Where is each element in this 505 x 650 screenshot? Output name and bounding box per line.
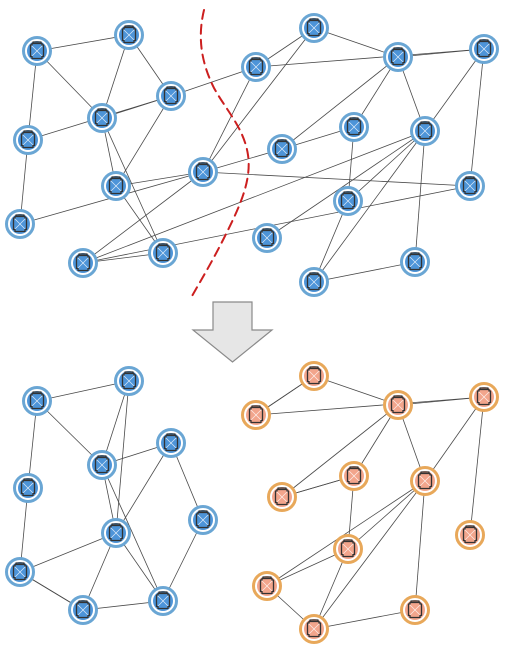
network-device-icon	[87, 103, 117, 133]
network-device-icon	[241, 52, 271, 82]
top-edge	[347, 130, 426, 202]
arrow-down-icon	[191, 301, 274, 363]
top-edge	[36, 34, 130, 52]
bottom-right-edge	[266, 480, 426, 587]
network-device-icon	[252, 223, 282, 253]
network-device-icon	[252, 571, 282, 601]
top-edge	[115, 95, 172, 187]
network-device-icon	[114, 20, 144, 50]
top-edge	[424, 48, 485, 132]
network-device-icon	[156, 428, 186, 458]
bottom-right-edge	[313, 609, 416, 630]
top-edge	[101, 117, 164, 254]
top-node-layer	[5, 13, 499, 297]
network-device-icon	[5, 209, 35, 239]
bottom-networks	[5, 361, 499, 644]
bottom-right-edge	[424, 396, 485, 482]
top-edge	[82, 171, 204, 264]
network-device-icon	[188, 157, 218, 187]
network-device-icon	[400, 595, 430, 625]
network-device-icon	[22, 386, 52, 416]
network-device-icon	[383, 42, 413, 72]
top-edge	[469, 48, 485, 187]
network-device-icon	[101, 518, 131, 548]
network-device-icon	[299, 13, 329, 43]
bottom-right-edge	[414, 480, 426, 611]
network-device-icon	[383, 390, 413, 420]
network-device-icon	[267, 482, 297, 512]
top-edge	[36, 50, 103, 119]
bottom-left-edge	[115, 442, 172, 534]
network-device-icon	[5, 557, 35, 587]
bottom-left-edge	[36, 380, 130, 402]
top-edge	[313, 261, 416, 283]
network-device-icon	[410, 116, 440, 146]
top-edge	[82, 130, 426, 264]
network-device-icon	[333, 186, 363, 216]
bottom-right-edge	[347, 480, 426, 550]
network-device-icon	[13, 473, 43, 503]
network-device-icon	[333, 534, 363, 564]
top-edge	[414, 130, 426, 263]
network-device-icon	[400, 247, 430, 277]
bottom-right-edge	[469, 396, 485, 536]
bottom-left-edge	[36, 400, 103, 466]
network-device-icon	[455, 520, 485, 550]
bottom-node-layer	[5, 361, 499, 644]
top-network	[5, 9, 499, 297]
network-device-icon	[267, 134, 297, 164]
network-device-icon	[339, 461, 369, 491]
transition-arrow	[191, 301, 274, 363]
network-device-icon	[299, 361, 329, 391]
top-edge	[202, 27, 315, 173]
top-edge	[202, 171, 471, 187]
bottom-left-edge	[115, 380, 130, 534]
top-edge	[266, 130, 426, 239]
bottom-right-edge	[255, 396, 485, 416]
network-device-icon	[68, 595, 98, 625]
top-edge	[281, 56, 399, 150]
network-device-icon	[455, 171, 485, 201]
network-device-icon	[101, 171, 131, 201]
top-edge	[82, 185, 471, 264]
network-device-icon	[339, 112, 369, 142]
network-device-icon	[68, 248, 98, 278]
network-device-icon	[469, 382, 499, 412]
network-device-icon	[22, 36, 52, 66]
top-edge	[202, 66, 257, 173]
network-device-icon	[299, 267, 329, 297]
top-edge	[313, 130, 426, 283]
network-device-icon	[114, 366, 144, 396]
network-device-icon	[299, 614, 329, 644]
network-device-icon	[148, 238, 178, 268]
network-device-icon	[410, 466, 440, 496]
network-device-icon	[13, 125, 43, 155]
bottom-left-edge	[162, 519, 204, 602]
network-device-icon	[241, 400, 271, 430]
network-device-icon	[188, 505, 218, 535]
network-device-icon	[87, 450, 117, 480]
bottom-left-edge	[19, 532, 117, 573]
network-device-icon	[469, 34, 499, 64]
bottom-right-edge	[281, 404, 399, 498]
partition-cut-line	[191, 9, 250, 297]
top-edge	[255, 48, 485, 68]
bottom-right-edge	[313, 480, 426, 630]
network-device-icon	[156, 81, 186, 111]
network-device-icon	[148, 586, 178, 616]
bottom-left-edge	[101, 464, 164, 602]
